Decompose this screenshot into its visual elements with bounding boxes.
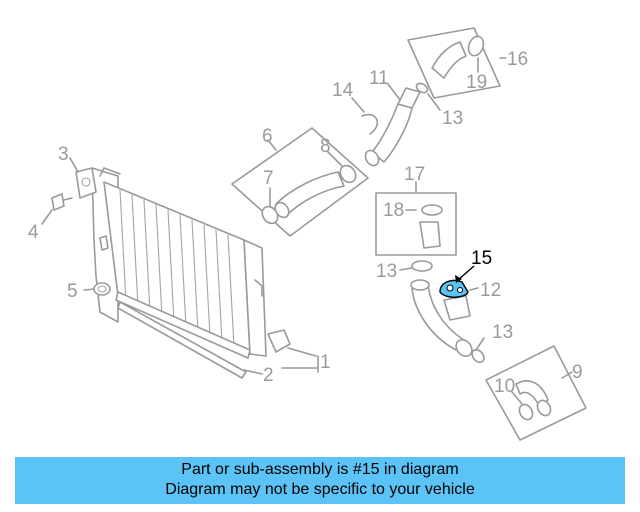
bolt-part-4 (51, 193, 73, 211)
charge-pipe-part-11 (361, 82, 429, 167)
part-label-15[interactable]: 15 (471, 248, 492, 269)
banner-line-part-info: Part or sub-assembly is #15 in diagram (181, 461, 459, 478)
intercooler (91, 167, 291, 379)
hose-kit-box-9 (485, 345, 587, 441)
part-label-3[interactable]: 3 (58, 144, 69, 165)
leader-lines (41, 57, 573, 405)
part-label-19[interactable]: 19 (466, 72, 487, 93)
part-label-14[interactable]: 14 (332, 80, 354, 101)
part-label-12[interactable]: 12 (480, 280, 501, 301)
charge-pipe-part-12 (410, 260, 485, 364)
part-label-13-lower[interactable]: 13 (492, 322, 513, 343)
part-label-7[interactable]: 7 (263, 168, 274, 189)
part-label-9[interactable]: 9 (572, 362, 583, 383)
part-label-10[interactable]: 10 (494, 376, 515, 397)
part-label-4[interactable]: 4 (28, 222, 39, 243)
sensor-part-15[interactable] (439, 279, 469, 298)
banner-line-disclaimer: Diagram may not be specific to your vehi… (165, 481, 475, 498)
part-label-11[interactable]: 11 (369, 68, 389, 89)
part-label-13-top[interactable]: 13 (442, 108, 463, 129)
part-label-8[interactable]: 8 (320, 136, 331, 157)
hose-kit-box-6 (231, 127, 369, 237)
part-label-1[interactable]: 1 (320, 352, 331, 373)
hose-kit-box-17 (375, 192, 457, 256)
part-label-13-middle[interactable]: 13 (376, 261, 397, 282)
part-label-5[interactable]: 5 (67, 281, 78, 302)
info-banner: Part or sub-assembly is #15 in diagram D… (15, 457, 625, 504)
part-label-2[interactable]: 2 (263, 365, 274, 386)
part-label-6[interactable]: 6 (262, 126, 273, 147)
part-label-18[interactable]: 18 (383, 200, 404, 221)
part-labels: 1 2 3 4 5 6 7 8 9 10 11 12 13 13 13 14 1… (28, 49, 583, 397)
hose-kit-box-16 (407, 27, 501, 99)
part-label-16[interactable]: 16 (507, 49, 528, 70)
grommet-part-5 (93, 282, 111, 296)
part-label-17[interactable]: 17 (404, 164, 425, 185)
bracket-part-3 (75, 167, 97, 199)
